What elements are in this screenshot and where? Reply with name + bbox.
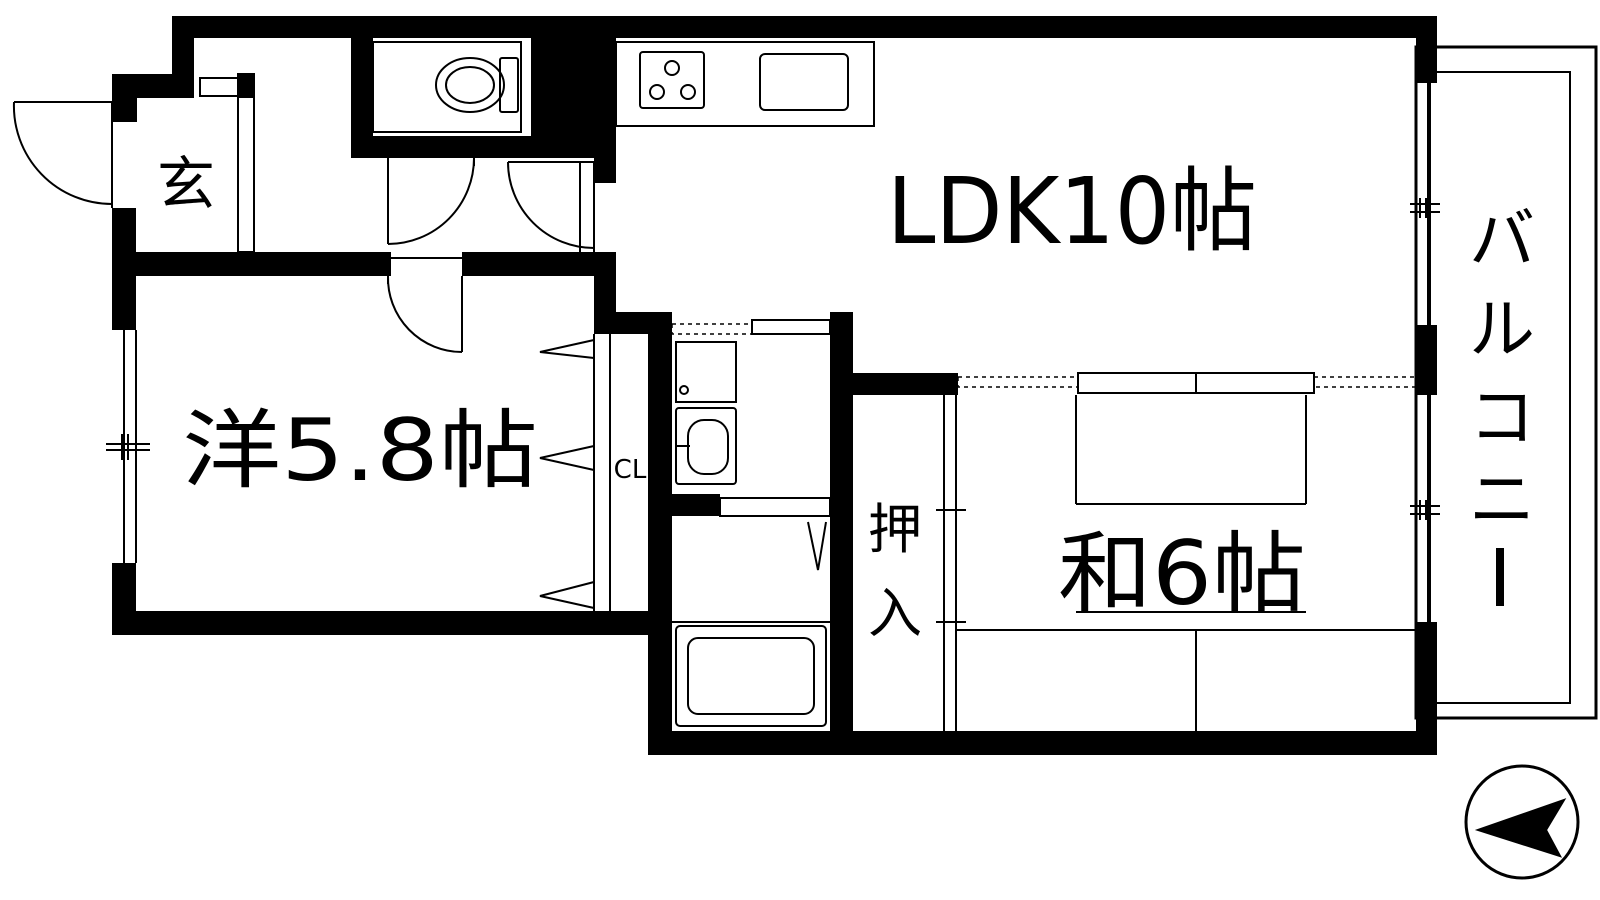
- japanese-room-fusuma: [957, 372, 1417, 394]
- stove-icon: [639, 51, 705, 109]
- ldk-window: [1410, 83, 1440, 325]
- closet: CL: [539, 334, 647, 611]
- balcony-char-2: ル: [1469, 291, 1535, 368]
- japanese-room: 和6帖: [956, 372, 1440, 731]
- toilet-door: [387, 157, 475, 245]
- western-room: 洋5.8帖 CL: [106, 257, 647, 611]
- entrance-step: [237, 73, 255, 253]
- balcony-char-3: コ: [1469, 379, 1535, 456]
- western-room-door: [386, 257, 463, 353]
- compass-needle: [1474, 798, 1567, 858]
- entrance-area: 玄: [12, 73, 255, 253]
- balcony-char-4: ニ: [1469, 461, 1535, 538]
- toilet-icon: [435, 57, 519, 113]
- japanese-room-label: 和6帖: [1058, 522, 1306, 625]
- entrance-door: [12, 101, 113, 208]
- walls: [112, 16, 1437, 755]
- balcony-label: バ ル コ ニ: [1469, 201, 1535, 606]
- oshiire-label-bottom: 入: [868, 582, 922, 645]
- kitchen-counter: [615, 41, 875, 127]
- balcony-char-5: [1496, 548, 1504, 606]
- western-room-window: [106, 330, 150, 563]
- ldk-door: [507, 161, 595, 252]
- oshiire-label-top: 押: [868, 498, 922, 561]
- entrance-label: 玄: [157, 150, 215, 218]
- tatami-mats: [956, 395, 1416, 731]
- western-room-label: 洋5.8帖: [182, 401, 538, 501]
- washbasin-icon: [675, 341, 737, 485]
- bath-block: [671, 319, 831, 727]
- compass-icon: [1464, 764, 1580, 880]
- closet-label: CL: [614, 455, 647, 485]
- japanese-room-window: [1410, 395, 1440, 622]
- ldk-label: LDK10帖: [887, 158, 1257, 265]
- sink-icon: [759, 53, 849, 111]
- balcony-char-1: バ: [1469, 201, 1535, 278]
- toilet-room: [372, 41, 522, 245]
- oshiire: 押 入: [868, 395, 966, 731]
- bathtub-icon: [675, 625, 827, 727]
